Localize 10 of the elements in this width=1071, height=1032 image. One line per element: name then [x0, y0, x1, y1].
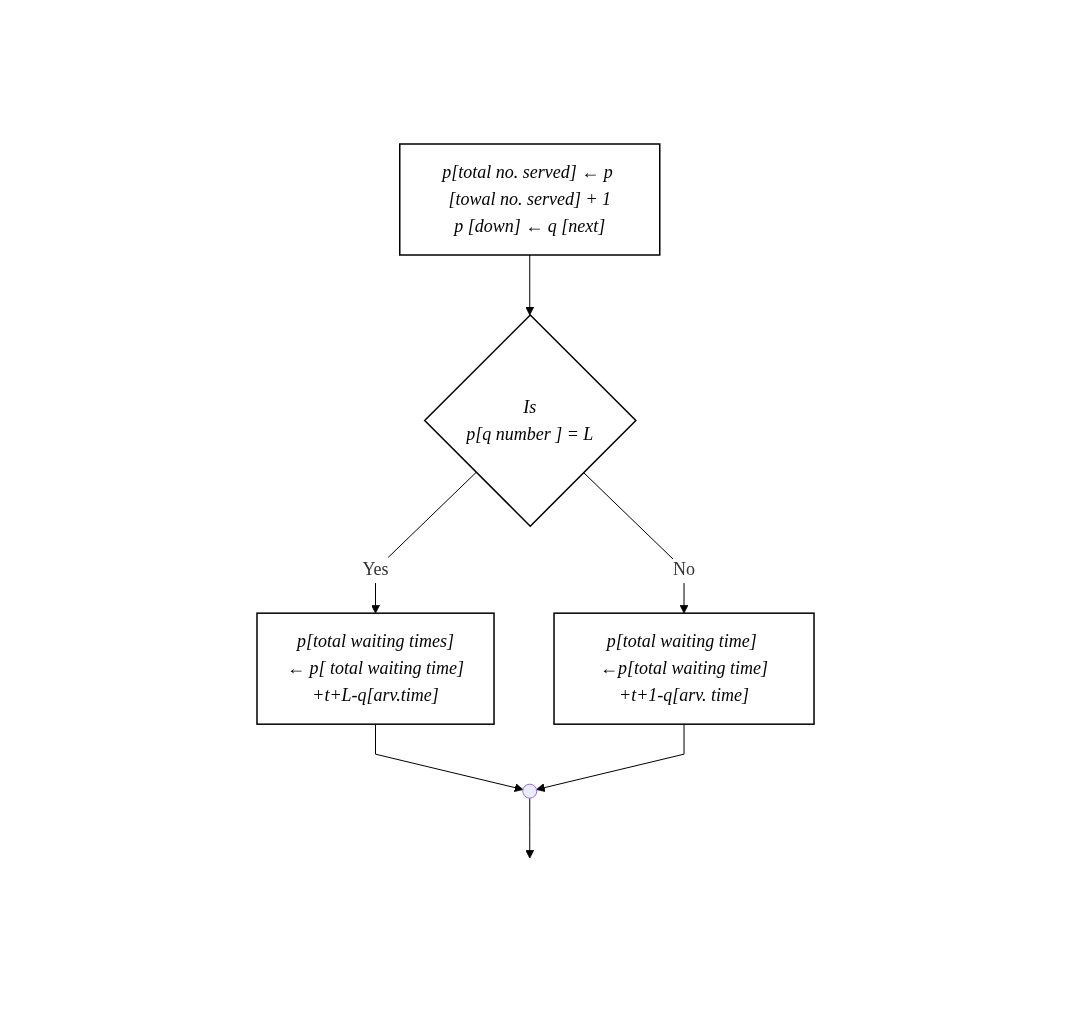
node-box: p[total waiting time] ←p[total waiting time] +t+1-q[arv. time]: [553, 612, 815, 725]
arrow: [525, 254, 535, 316]
edge-label: No: [673, 559, 695, 580]
node-box: p[total waiting times] ← p[ total waiting time] +t+L-q[arv.time]: [256, 612, 495, 725]
node-box: p[total no. served] ← p [towal no. served] + 1 p [down] ← q [next]: [399, 143, 661, 256]
arrow: [375, 723, 524, 792]
edge-label: Yes: [362, 559, 389, 580]
arrow: [525, 797, 535, 859]
node-circle: [522, 783, 538, 799]
arrow: [536, 723, 685, 792]
